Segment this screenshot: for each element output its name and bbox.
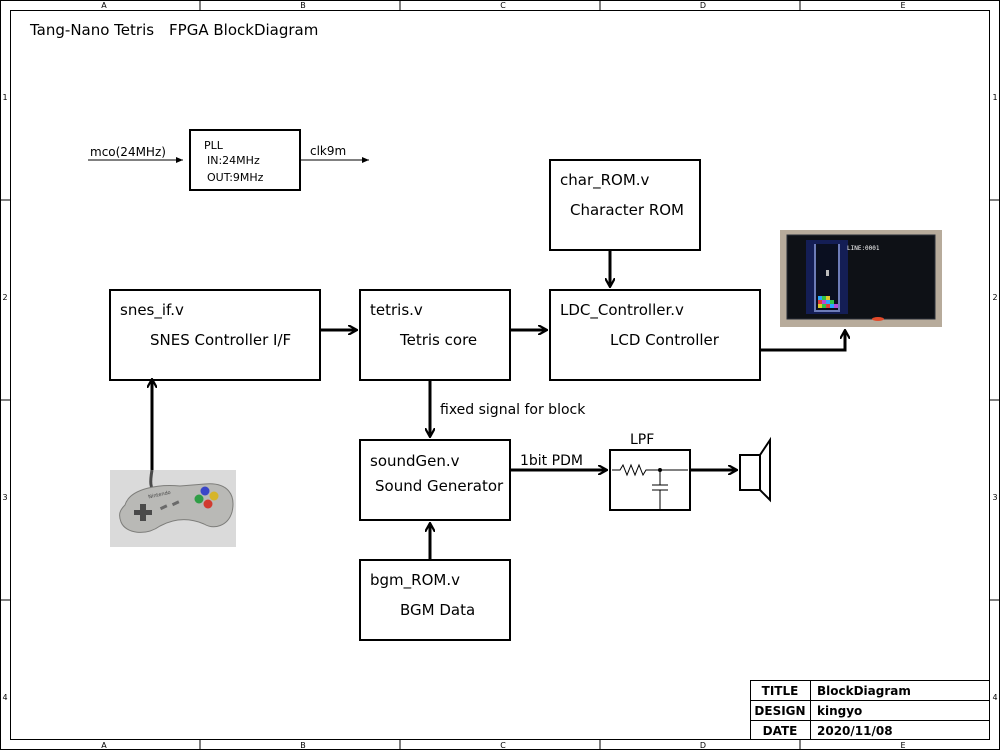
clk9m-output-label: clk9m xyxy=(310,144,346,158)
design-value: kingyo xyxy=(817,704,862,718)
speaker-icon xyxy=(739,436,771,503)
col-label-top-e: E xyxy=(900,1,905,10)
lpf-filter: LPF xyxy=(609,432,691,511)
char-rom-file: char_ROM.v xyxy=(560,171,650,190)
gamepad-brand-text: Nintendo xyxy=(148,490,172,501)
title-key: TITLE xyxy=(762,684,799,698)
char-rom-desc: Character ROM xyxy=(570,201,684,219)
row-label-right-4: 4 xyxy=(992,693,997,702)
lcd-controller-block: LDC_Controller.v LCD Controller xyxy=(549,289,761,381)
fixed-signal-label: fixed signal for block xyxy=(440,402,586,418)
sheet-inner-border xyxy=(10,10,990,740)
col-label-top-d: D xyxy=(700,1,706,10)
lcd-file: LDC_Controller.v xyxy=(560,301,684,320)
mco-input-label: mco(24MHz) xyxy=(90,145,166,159)
sound-gen-block: soundGen.v Sound Generator xyxy=(359,439,511,521)
pll-out-text: OUT:9MHz xyxy=(207,171,264,184)
col-label-bottom-a: A xyxy=(101,741,107,750)
row-label-right-3: 3 xyxy=(992,493,997,502)
col-label-bottom-e: E xyxy=(900,741,905,750)
lpf-label: LPF xyxy=(630,432,654,448)
bgm-file: bgm_ROM.v xyxy=(370,571,460,590)
row-label-right-2: 2 xyxy=(992,293,997,302)
lcd-screen-photo: LINE:0001 xyxy=(780,230,942,327)
resistor-symbol xyxy=(612,463,688,477)
col-label-top-a: A xyxy=(101,1,107,10)
bgm-rom-block: bgm_ROM.v BGM Data xyxy=(359,559,511,641)
pll-section: mco(24MHz) PLL IN:24MHz OUT:9MHz clk9m xyxy=(88,129,369,191)
snes-if-file: snes_if.v xyxy=(120,301,184,320)
pdm-label: 1bit PDM xyxy=(520,453,583,469)
title-block: TITLE BlockDiagram DESIGN kingyo DATE 20… xyxy=(750,680,990,740)
pll-block xyxy=(189,129,301,191)
tetris-core-block: tetris.v Tetris core xyxy=(359,289,511,381)
col-label-top-c: C xyxy=(500,1,506,10)
snes-if-desc: SNES Controller I/F xyxy=(150,331,291,349)
date-value: 2020/11/08 xyxy=(817,724,893,738)
col-label-bottom-b: B xyxy=(300,741,306,750)
diagram-title: Tang-Nano Tetris FPGA BlockDiagram xyxy=(29,21,318,39)
snes-if-block: snes_if.v SNES Controller I/F xyxy=(109,289,321,381)
row-label-left-3: 3 xyxy=(2,493,7,502)
sound-desc: Sound Generator xyxy=(375,477,504,495)
col-label-top-b: B xyxy=(300,1,306,10)
lcd-screen-text: LINE:0001 xyxy=(847,245,880,252)
row-label-left-1: 1 xyxy=(2,93,7,102)
pll-in-text: IN:24MHz xyxy=(207,154,260,167)
design-key: DESIGN xyxy=(754,704,805,718)
sound-file: soundGen.v xyxy=(370,452,460,470)
char-rom-block: char_ROM.v Character ROM xyxy=(549,159,701,251)
row-label-left-2: 2 xyxy=(2,293,7,302)
pll-name: PLL xyxy=(204,139,224,152)
row-label-right-1: 1 xyxy=(992,93,997,102)
date-key: DATE xyxy=(763,724,798,738)
col-label-bottom-c: C xyxy=(500,741,506,750)
row-label-left-4: 4 xyxy=(2,693,7,702)
gamepad-photo: Nintendo xyxy=(110,469,236,547)
tetris-file: tetris.v xyxy=(370,301,423,319)
col-label-bottom-d: D xyxy=(700,741,706,750)
lcd-desc: LCD Controller xyxy=(610,331,720,349)
title-value: BlockDiagram xyxy=(817,684,911,698)
connections: fixed signal for block 1bit PDM xyxy=(152,250,845,560)
wire-lcd-to-screen xyxy=(760,331,845,352)
bgm-desc: BGM Data xyxy=(400,601,475,619)
tetris-desc: Tetris core xyxy=(399,331,477,349)
